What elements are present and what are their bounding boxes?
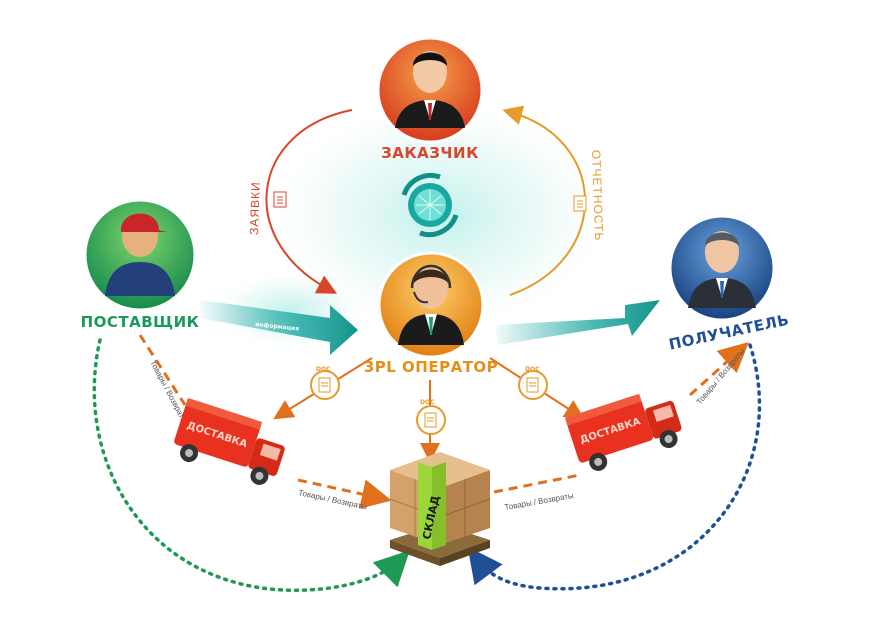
doc-right-label: DOC: [525, 366, 540, 373]
info-arrow-right: [495, 300, 660, 345]
supplier-to-warehouse-dotted: [92, 338, 410, 592]
supplier-node: [83, 198, 197, 312]
requests-arc: [265, 109, 353, 294]
operator-label: 3PL ОПЕРАТОР: [364, 358, 498, 376]
supplier-avatar-icon: [105, 213, 175, 296]
globe-icon: [401, 172, 459, 238]
warehouse-to-truck-dashed: [493, 473, 581, 494]
operator-node: [377, 251, 485, 359]
customer-avatar-icon: [395, 51, 465, 128]
doc-center-label: DOC: [420, 399, 435, 406]
left-truck: ДОСТАВКА: [174, 398, 285, 485]
doc-left-label: DOC: [316, 366, 331, 373]
requests-doc-icon: [273, 191, 287, 208]
info-arrow-left: [200, 300, 358, 355]
doc-badge-right: [518, 370, 548, 400]
customer-node: [376, 36, 484, 144]
goods-right-bottom-label: Товары / Возвраты: [504, 491, 575, 512]
recipient-avatar-icon: [688, 231, 756, 308]
customer-label: ЗАКАЗЧИК: [381, 144, 479, 162]
info-right-label: информация: [569, 327, 614, 339]
requests-label: ЗАЯВКИ: [247, 181, 263, 235]
right-truck: ДОСТАВКА: [565, 393, 682, 471]
recipient-node: [668, 214, 776, 322]
reporting-label: ОТЧЕТНОСТЬ: [589, 150, 606, 242]
info-left-label: информация: [255, 321, 300, 333]
truck-to-recipient-dashed: [688, 341, 749, 397]
reporting-doc-icon: [573, 195, 587, 212]
operator-avatar-icon: [398, 264, 464, 345]
doc-badge-left: [310, 370, 340, 400]
recipient-to-warehouse-dotted: [467, 343, 762, 591]
supplier-label: ПОСТАВЩИК: [81, 313, 200, 331]
goods-right-top-label: Товары / Возвраты: [695, 347, 747, 407]
warehouse-pallet: [389, 452, 491, 566]
doc-badge-center: [416, 405, 446, 435]
